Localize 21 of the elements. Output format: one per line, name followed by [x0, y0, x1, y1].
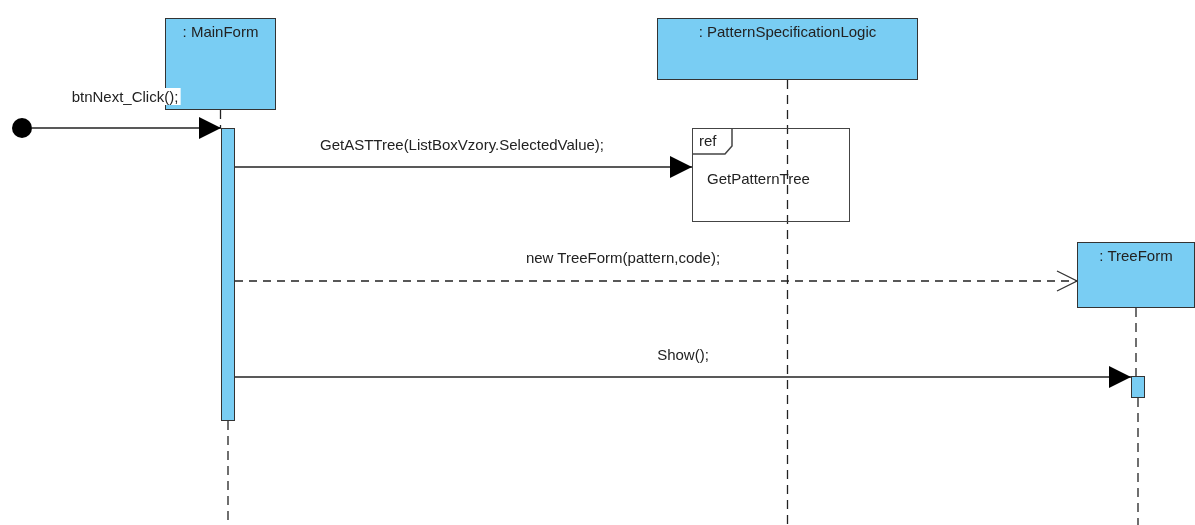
message-arrow [31, 117, 222, 139]
frame-operator: ref [699, 132, 717, 150]
interaction-reference-frame [692, 128, 850, 222]
lifeline [1135, 307, 1137, 377]
lifeline-name: : PatternSpecificationLogic [697, 23, 878, 40]
activation-bar [1131, 376, 1145, 398]
lifeline-name: : MainForm [181, 23, 260, 40]
lifeline [786, 79, 789, 525]
lifeline [219, 109, 222, 129]
frame-title: GetPatternTree [707, 170, 810, 188]
message-arrow [234, 366, 1132, 388]
lifeline-header-box [657, 18, 918, 80]
initial-node-dot [12, 118, 32, 138]
message-arrow [234, 156, 693, 178]
lifeline-name: : TreeForm [1098, 247, 1174, 264]
lifeline-header-box [1077, 242, 1195, 308]
message-label: GetASTTree(ListBoxVzory.SelectedValue); [318, 136, 606, 153]
message-label: Show(); [655, 346, 711, 363]
activation-bar [221, 128, 235, 421]
message-label: btnNext_Click(); [69, 88, 181, 105]
create-message-arrow [234, 270, 1078, 292]
